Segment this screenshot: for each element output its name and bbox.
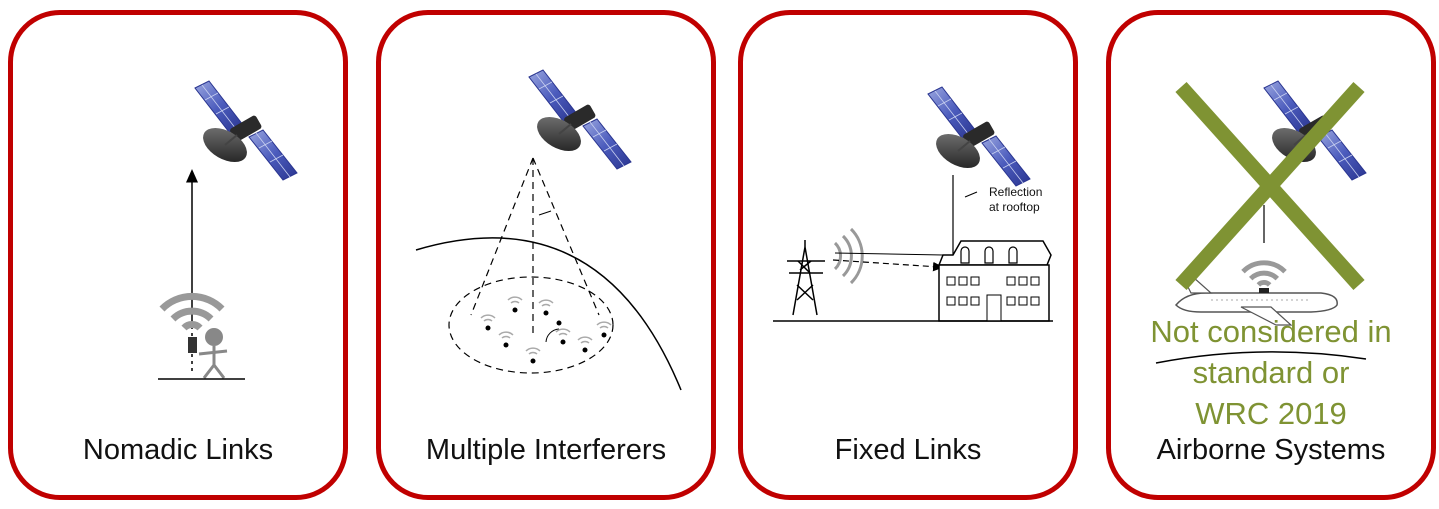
building-icon [937, 240, 1052, 322]
earth-curve [415, 237, 682, 391]
caption-multiple-interferers: Multiple Interferers [425, 434, 667, 466]
radio-waves [833, 227, 864, 285]
panel-multiple-interferers: Multiple Interferers [376, 10, 716, 500]
airborne-illustration [1155, 80, 1367, 364]
nomadic-illustration [158, 80, 298, 380]
beam-cone [448, 157, 614, 374]
caption-nomadic-links: Nomadic Links [82, 434, 274, 466]
coverage-footprint [448, 276, 614, 374]
person-icon [188, 328, 228, 379]
not-considered-note: Not considered in standard or WRC 2019 [1150, 314, 1392, 431]
interferer-terminals [480, 296, 612, 364]
wifi-icon [1243, 263, 1285, 285]
airplane-icon [1174, 276, 1338, 326]
transmission-tower-icon [787, 240, 825, 316]
satellite-icon [194, 80, 298, 181]
reflection-annotation: Reflection at rooftop [989, 185, 1043, 214]
fixed-links-illustration [773, 86, 1053, 322]
caption-fixed-links: Fixed Links [834, 434, 982, 466]
panel-airborne-systems: Not considered in standard or WRC 2019 A… [1106, 10, 1436, 500]
panel-nomadic-links: Nomadic Links [8, 10, 348, 500]
cross-out-icon [1175, 81, 1365, 291]
satellite-icon [528, 69, 632, 170]
interferers-illustration [415, 69, 682, 391]
satellite-icon [927, 86, 1031, 187]
caption-airborne-systems: Airborne Systems [1156, 434, 1386, 466]
panel-fixed-links: Reflection at rooftop Fixed Links [738, 10, 1078, 500]
